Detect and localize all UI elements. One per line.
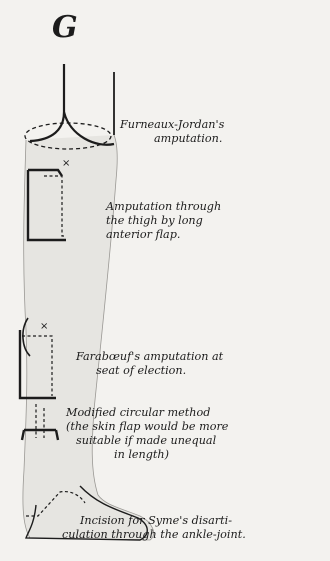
hip-line-left <box>30 64 64 141</box>
leg-outline <box>23 135 154 540</box>
label-line: Furneaux-Jordan's <box>120 118 224 132</box>
label-circular-method: Modified circular method (the skin flap … <box>66 406 228 462</box>
label-line: Amputation through <box>106 200 221 214</box>
farabeuf-cross-mark: × <box>40 321 48 332</box>
label-line: seat of election. <box>76 364 223 378</box>
label-line: suitable if made unequal <box>66 434 228 448</box>
label-line: the thigh by long <box>106 214 221 228</box>
label-line: anterior flap. <box>106 228 221 242</box>
label-line: Incision for Syme's disarti- <box>62 514 246 528</box>
label-line: in length) <box>66 448 228 462</box>
label-line: (the skin flap would be more <box>66 420 228 434</box>
label-line: culation through the ankle-joint. <box>62 528 246 542</box>
label-line: amputation. <box>120 132 224 146</box>
label-line: Modified circular method <box>66 406 228 420</box>
label-farabeuf: Farabœuf's amputation at seat of electio… <box>76 350 223 378</box>
label-line: Farabœuf's amputation at <box>76 350 223 364</box>
label-thigh-flap: Amputation through the thigh by long ant… <box>106 200 221 242</box>
label-syme-incision: Incision for Syme's disarti- culation th… <box>62 514 246 542</box>
thigh-cross-mark: × <box>62 158 70 169</box>
label-furneaux-jordan: Furneaux-Jordan's amputation. <box>120 118 224 146</box>
